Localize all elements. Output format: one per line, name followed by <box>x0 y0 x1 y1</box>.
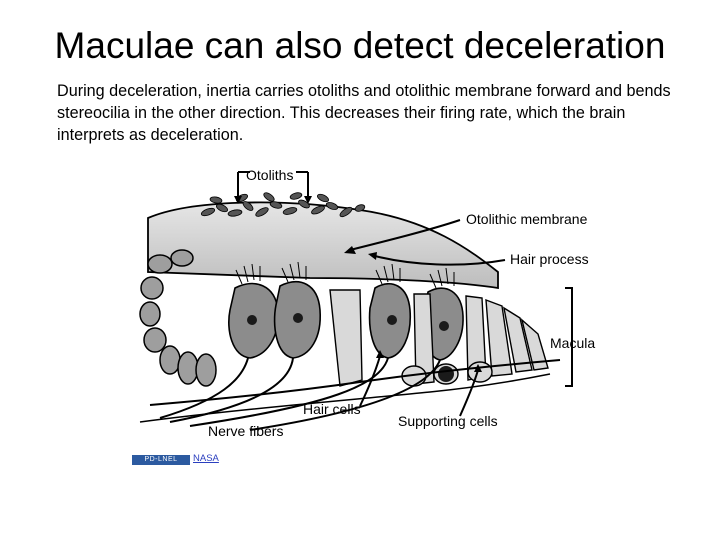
slide-body-text: During deceleration, inertia carries oto… <box>57 80 697 146</box>
macula-diagram: Otoliths Otolithic membrane Hair process… <box>130 160 610 450</box>
label-macula: Macula <box>550 335 595 351</box>
label-hair-process: Hair process <box>510 251 589 267</box>
label-otolithic-membrane: Otolithic membrane <box>466 211 588 227</box>
label-otoliths: Otoliths <box>246 167 293 183</box>
label-nerve-fibers: Nerve fibers <box>208 423 283 439</box>
credit-link[interactable]: NASA <box>193 453 219 464</box>
slide-title: Maculae can also detect deceleration <box>0 22 720 70</box>
credit-logo: PD-LNEL <box>132 455 190 465</box>
label-hair-cells: Hair cells <box>303 401 361 417</box>
label-supporting-cells: Supporting cells <box>398 413 498 429</box>
otolithic-membrane <box>148 202 498 288</box>
